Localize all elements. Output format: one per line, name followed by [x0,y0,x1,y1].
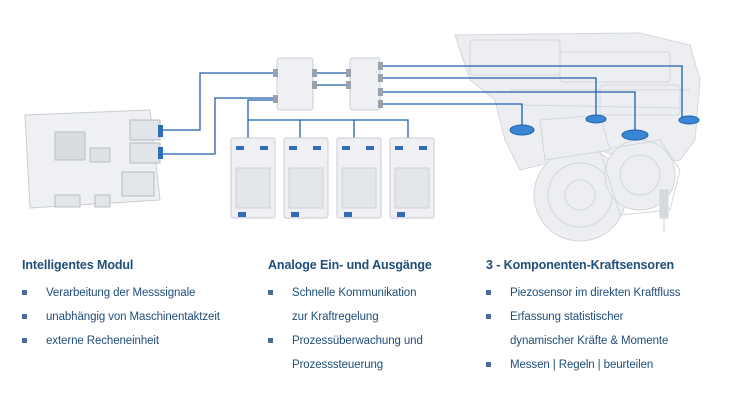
list-item: unabhängig von Maschinentaktzeit [22,305,220,329]
column-title: Intelligentes Modul [22,258,134,272]
io-modules [230,137,435,219]
force-sensors [509,114,700,141]
column-analog-io: Analoge Ein- und Ausgänge Schnelle Kommu… [268,258,432,377]
system-diagram [24,32,701,242]
column-title: Analoge Ein- und Ausgänge [268,258,432,272]
list-item: Messen | Regeln | beurteilen [486,353,680,377]
bullet [22,290,27,295]
io-module-3 [336,137,382,219]
bullet [486,290,491,295]
list-item: externe Recheneinheit [22,329,220,353]
bullet [486,362,491,367]
column-title: 3 - Komponenten-Kraftsensoren [486,258,675,272]
bullet [486,314,491,319]
bullet [22,338,27,343]
intelligent-module [24,109,163,209]
force-sensor-3 [621,129,649,141]
io-module-1 [230,137,276,219]
column-force-sensors: 3 - Komponenten-Kraftsensoren Piezosenso… [486,258,681,377]
io-module-4 [389,137,435,219]
bullet [268,290,273,295]
signal-wires [163,65,683,155]
bullet [22,314,27,319]
analog-io-hub [273,57,383,111]
force-sensor-1 [509,124,535,136]
list-item: Verarbeitung der Messsignale [22,281,220,305]
column-intelligent-module: Intelligentes Modul Verarbeitung der Mes… [22,258,220,353]
feature-list: Verarbeitung der Messsignale unabhängig … [22,281,220,353]
feature-list: Piezosensor im direkten Kraftfluss Erfas… [486,281,681,377]
force-sensor-4 [678,115,700,125]
force-sensor-2 [585,114,607,124]
io-module-2 [283,137,329,219]
bullet [268,338,273,343]
list-item: Piezosensor im direkten Kraftfluss [486,281,681,305]
machine-spindle [454,32,701,242]
